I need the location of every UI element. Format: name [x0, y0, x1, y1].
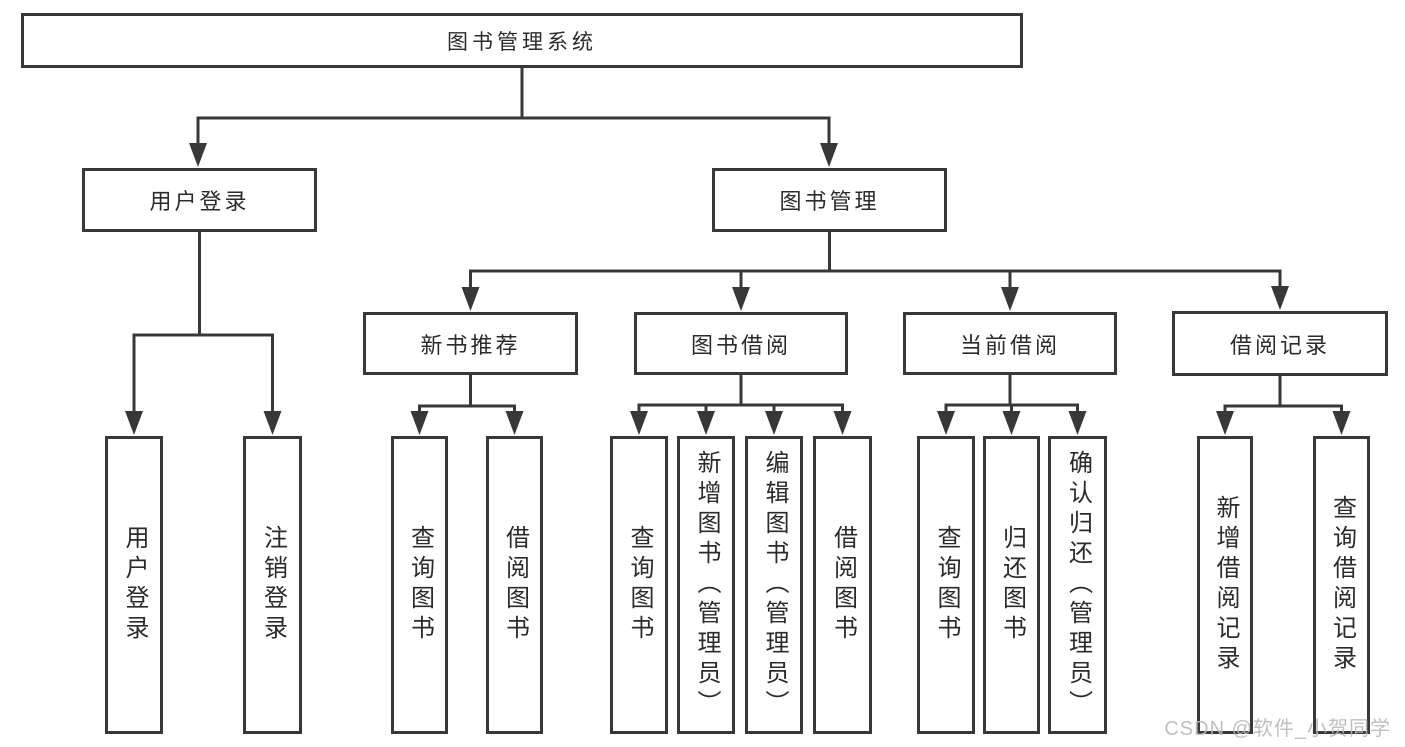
- leaf-edit-book-admin: 编辑图书（管理员）: [745, 436, 803, 734]
- node-user-login: 用户登录: [82, 168, 317, 232]
- leaf-borrow-books-recommend: 借阅图书: [486, 436, 543, 734]
- leaf-label: 归还图书: [998, 525, 1026, 645]
- leaf-label: 确认归还（管理员）: [1064, 450, 1092, 720]
- leaf-query-books-recommend: 查询图书: [391, 436, 448, 734]
- leaf-borrow-books: 借阅图书: [813, 436, 872, 734]
- leaf-query-borrow-record: 查询借阅记录: [1313, 436, 1370, 734]
- leaf-label: 用户登录: [121, 525, 148, 645]
- leaf-label: 借阅图书: [501, 525, 529, 645]
- leaf-label: 新增图书（管理员）: [693, 450, 720, 720]
- node-new-book-recommend: 新书推荐: [363, 312, 578, 375]
- node-borrow-records: 借阅记录: [1172, 311, 1388, 376]
- leaf-add-borrow-record: 新增借阅记录: [1197, 436, 1253, 734]
- node-book-management: 图书管理: [712, 168, 947, 232]
- node-label: 用户登录: [149, 189, 250, 214]
- node-label: 借阅记录: [1229, 332, 1330, 358]
- leaf-query-books-borrow: 查询图书: [610, 436, 668, 734]
- node-library-management-system: 图书管理系统: [21, 13, 1023, 68]
- leaf-label: 查询图书: [406, 525, 434, 645]
- node-book-borrow: 图书借阅: [634, 312, 848, 375]
- node-label: 新书推荐: [420, 332, 521, 358]
- leaf-label: 查询借阅记录: [1328, 495, 1356, 675]
- leaf-user-login: 用户登录: [105, 436, 163, 734]
- leaf-query-books-current: 查询图书: [917, 436, 975, 734]
- leaf-label: 查询图书: [933, 525, 960, 645]
- node-label: 当前借阅: [959, 332, 1060, 358]
- leaf-label: 注销登录: [259, 525, 287, 645]
- leaf-add-book-admin: 新增图书（管理员）: [677, 436, 735, 734]
- leaf-confirm-return-admin: 确认归还（管理员）: [1048, 436, 1107, 734]
- node-current-borrow: 当前借阅: [903, 312, 1117, 375]
- csdn-watermark: CSDN @软件_小贺同学: [1164, 718, 1391, 740]
- leaf-label: 查询图书: [626, 525, 653, 645]
- leaf-label: 编辑图书（管理员）: [761, 450, 788, 720]
- node-label: 图书借阅: [690, 332, 791, 358]
- leaf-logout: 注销登录: [243, 436, 302, 734]
- leaf-label: 借阅图书: [829, 525, 857, 645]
- node-label: 图书管理: [779, 189, 880, 214]
- node-label: 图书管理系统: [447, 30, 597, 54]
- leaf-label: 新增借阅记录: [1212, 495, 1239, 675]
- leaf-return-books: 归还图书: [983, 436, 1040, 734]
